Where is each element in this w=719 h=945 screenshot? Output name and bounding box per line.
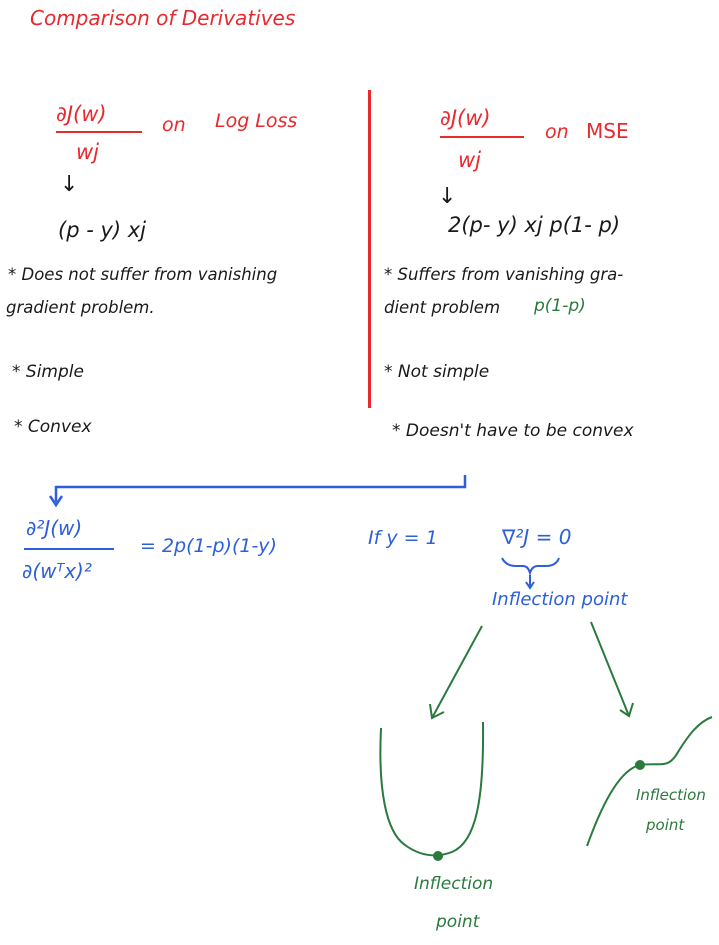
inflection-point-label: Inflection point: [492, 589, 628, 610]
right-on-label: on: [545, 121, 569, 143]
left-sketch-label-1: Inflection: [414, 874, 494, 894]
condition-label: If y = 1: [368, 527, 438, 549]
green-arrow-left: [429, 625, 483, 720]
hessian-brace: [501, 557, 560, 577]
left-note-vanishing-1: * Does not suffer from vanishing: [8, 265, 278, 284]
blue-bracket-line: [54, 475, 467, 502]
right-note-vanishing-1: * Suffers from vanishing gra-: [384, 265, 624, 284]
left-loss-name: Log Loss: [215, 110, 298, 132]
left-note-convex: * Convex: [14, 417, 92, 437]
left-numerator: ∂J(w): [56, 102, 107, 126]
hessian-zero: ∇²J = 0: [502, 525, 572, 549]
page-title: Comparison of Derivatives: [30, 6, 296, 30]
second-derivative-result: = 2p(1-p)(1-y): [140, 535, 277, 557]
right-derivative: 2(p- y) xj p(1- p): [448, 213, 621, 237]
left-fraction-bar: [56, 131, 142, 133]
right-note-vanishing-2: dient problem: [384, 298, 501, 317]
right-arrow: ↓: [438, 184, 457, 209]
green-arrow-right: [590, 621, 634, 718]
second-derivative-numerator: ∂²J(w): [26, 516, 83, 540]
second-derivative-denominator: ∂(wᵀx)²: [22, 559, 92, 583]
u-curve: [379, 721, 485, 857]
left-arrow: ↓: [60, 172, 79, 197]
second-derivative-bar: [24, 548, 114, 550]
left-on-label: on: [162, 114, 186, 136]
left-sketch-label-2: point: [436, 912, 480, 932]
s-curve: [586, 716, 713, 847]
right-note-not-simple: * Not simple: [384, 362, 490, 382]
right-sketch-label-2: point: [646, 816, 685, 834]
right-fraction-bar: [440, 136, 524, 138]
right-loss-name: MSE: [586, 119, 629, 143]
right-numerator: ∂J(w): [440, 106, 491, 130]
right-note-not-convex: * Doesn't have to be convex: [392, 421, 634, 441]
hessian-arrow: [525, 575, 535, 590]
left-note-vanishing-2: gradient problem.: [6, 298, 155, 317]
column-divider: [368, 90, 371, 408]
left-note-simple: * Simple: [12, 362, 84, 382]
s-curve-point: [635, 760, 645, 770]
left-derivative: (p - y) xj: [58, 218, 147, 242]
u-curve-point: [433, 851, 443, 861]
left-denominator: wj: [76, 140, 100, 164]
right-sketch-label-1: Inflection: [636, 786, 706, 804]
blue-bracket-arrowhead: [48, 495, 64, 508]
right-note-highlight: p(1-p): [534, 296, 586, 316]
right-denominator: wj: [458, 148, 482, 172]
